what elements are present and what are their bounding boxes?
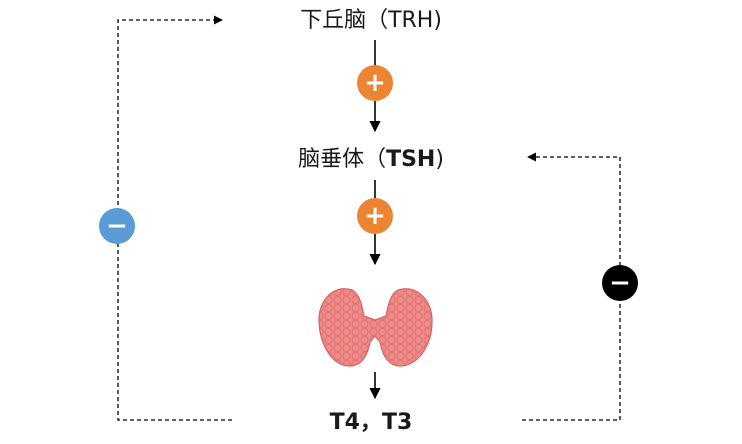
thyroid-hormones-label: T4，T3 xyxy=(329,410,413,435)
stimulate-badge-pituitary: + xyxy=(357,198,393,234)
thyroid-gland-icon xyxy=(318,288,433,367)
right-feedback-loop xyxy=(522,152,621,421)
inhibit-badge-short-loop: − xyxy=(602,265,638,301)
stimulate-badge-hypothalamus: + xyxy=(357,65,393,101)
left-feedback-loop xyxy=(117,15,232,421)
pituitary-hormone: TSH xyxy=(386,147,436,172)
pituitary-name: 脑垂体（ xyxy=(298,147,387,172)
pituitary-close: ) xyxy=(435,147,444,172)
inhibit-badge-long-loop: − xyxy=(99,208,135,244)
pituitary-label: 脑垂体（TSH) xyxy=(0,141,742,173)
hypothalamus-label: 下丘脑（TRH) xyxy=(300,8,442,33)
